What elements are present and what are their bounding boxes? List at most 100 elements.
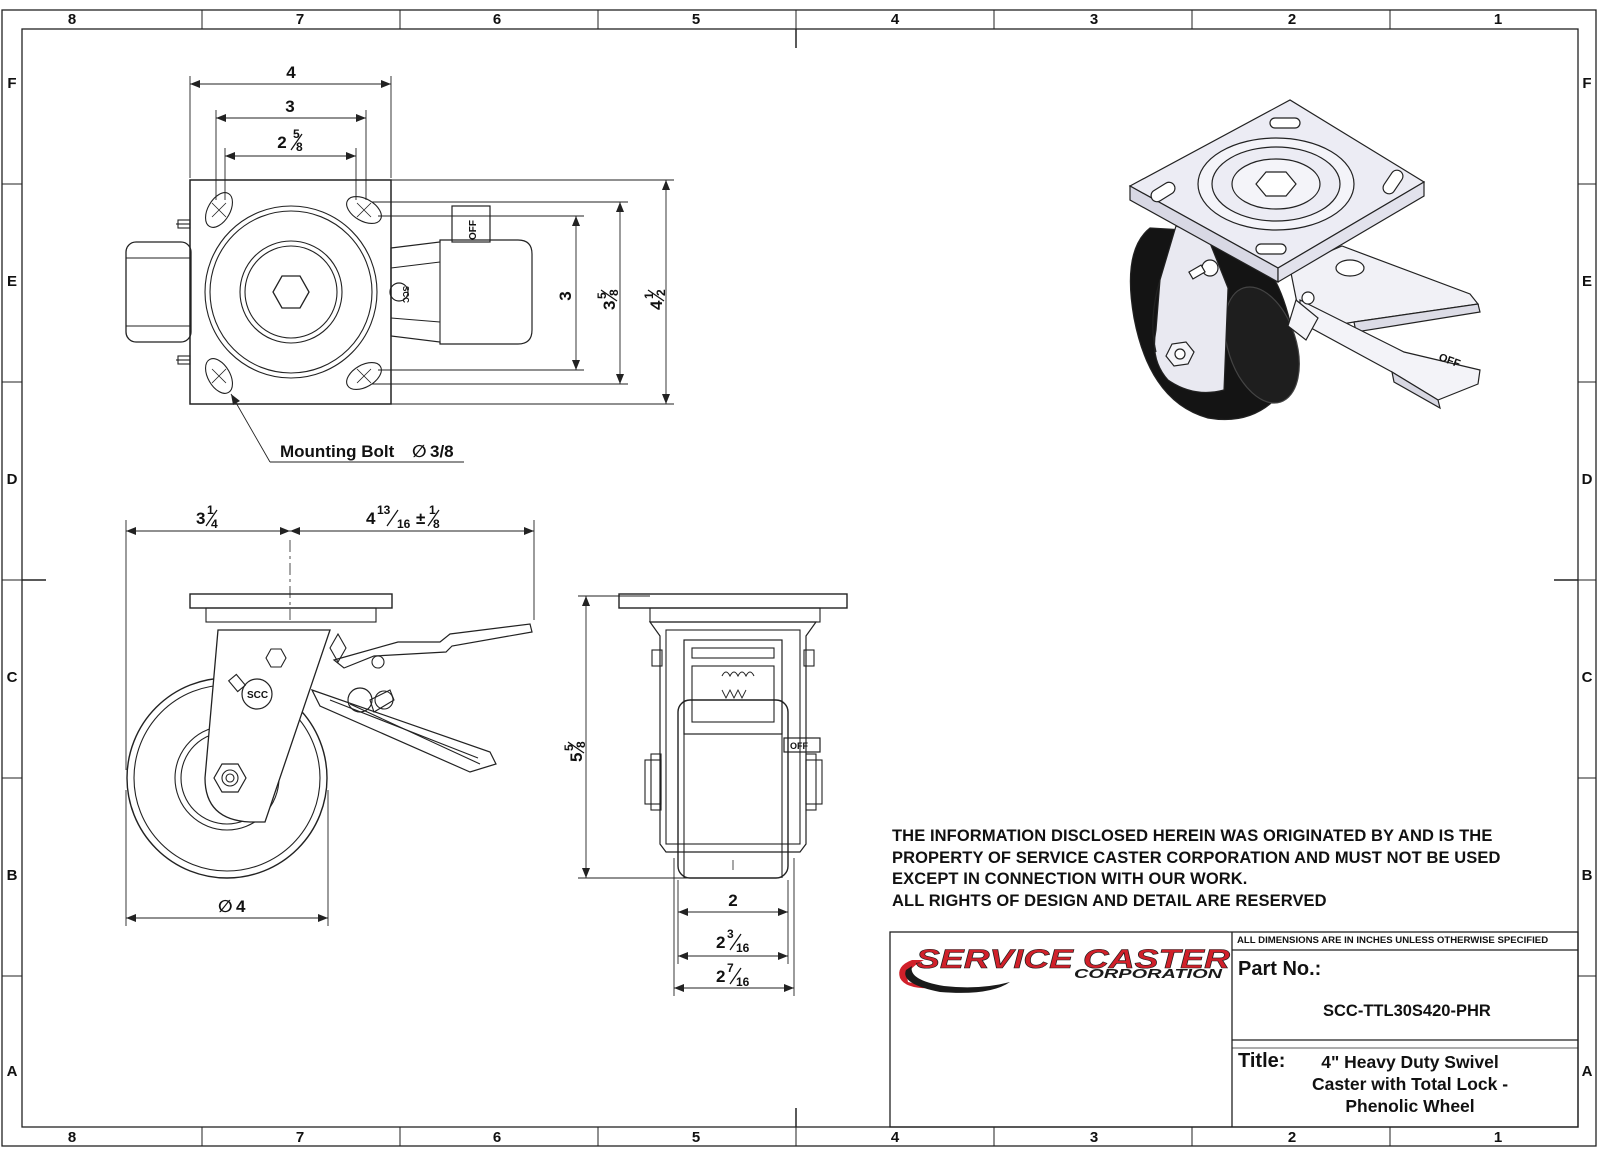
zone-col-top: 7 bbox=[296, 11, 304, 28]
notice-line: THE INFORMATION DISCLOSED HEREIN WAS ORI… bbox=[892, 827, 1493, 845]
title-line: Phenolic Wheel bbox=[1345, 1096, 1475, 1116]
zone-row-left: F bbox=[7, 75, 16, 92]
dim-hub-den: 16 bbox=[736, 941, 750, 955]
side-view-dim-text: 3 1 4 4 13 16 ± 1 8 ∅ 4 bbox=[196, 503, 440, 916]
side-fork bbox=[204, 629, 331, 823]
dim-slot-spacing-den: 8 bbox=[296, 140, 303, 154]
zone-col-top: 6 bbox=[493, 11, 501, 28]
part-no-label: Part No.: bbox=[1238, 958, 1322, 980]
zone-col-bottom: 7 bbox=[296, 1129, 304, 1146]
zone-row-left: E bbox=[7, 273, 17, 290]
dim-height-whole: 5 bbox=[567, 753, 586, 762]
dim-height-den: 8 bbox=[574, 741, 588, 748]
svg-text:SCC: SCC bbox=[247, 690, 268, 701]
notice-line: EXCEPT IN CONNECTION WITH OUR WORK. bbox=[892, 870, 1248, 888]
mounting-bolt-label: Mounting Bolt bbox=[280, 442, 395, 461]
front-brake-tab bbox=[783, 737, 821, 753]
dim-plate-width: 4 bbox=[286, 63, 296, 82]
svg-text:SCC: SCC bbox=[401, 286, 410, 303]
zone-labels: 8 7 6 5 4 3 2 1 8 7 6 5 4 3 2 1 F E D C … bbox=[7, 11, 1593, 1146]
title-line: Caster with Total Lock - bbox=[1311, 1074, 1509, 1094]
top-view: OFF SCC bbox=[125, 76, 674, 463]
dim-plate-length-num: 1 bbox=[642, 292, 656, 299]
dim-brake-ext-den: 16 bbox=[397, 517, 411, 531]
dim-wheel-dia-symbol: ∅ bbox=[218, 897, 233, 916]
sheet-border bbox=[1, 9, 1597, 1147]
dim-bolt-spacing-y: 3 bbox=[556, 291, 575, 300]
zone-row-left: A bbox=[7, 1063, 18, 1080]
dim-tread-width: 2 bbox=[728, 891, 737, 910]
iso-brake-lever bbox=[1299, 299, 1481, 401]
dim-brake-ext-num: 13 bbox=[377, 503, 391, 517]
isometric-view: OFF bbox=[1128, 99, 1481, 421]
dim-offset-whole: 3 bbox=[196, 509, 205, 528]
zone-col-bottom: 4 bbox=[891, 1129, 900, 1146]
front-view-dim-text: 5 5 8 2 2 3 16 2 7 16 bbox=[562, 741, 750, 989]
brake-off-label: OFF bbox=[468, 220, 479, 240]
logo-line1: SERVICE CASTER bbox=[916, 944, 1231, 974]
zone-col-top: 2 bbox=[1288, 11, 1296, 28]
mounting-bolt-symbol: ∅ bbox=[412, 442, 427, 461]
dim-wheel-dia: 4 bbox=[236, 897, 246, 916]
dim-plate-length-whole: 4 bbox=[647, 300, 666, 310]
mounting-bolt-size: 3/8 bbox=[430, 442, 454, 461]
notice-line: PROPERTY OF SERVICE CASTER CORPORATION A… bbox=[892, 848, 1501, 867]
dim-slot-y-whole: 3 bbox=[600, 301, 619, 310]
title-block-frame bbox=[889, 931, 1579, 1128]
dim-slot-spacing-num: 5 bbox=[293, 127, 300, 141]
svg-text:OFF: OFF bbox=[790, 741, 808, 751]
proprietary-notice: THE INFORMATION DISCLOSED HEREIN WAS ORI… bbox=[892, 826, 1532, 912]
zone-col-top: 5 bbox=[692, 11, 700, 28]
zone-col-bottom: 5 bbox=[692, 1129, 700, 1146]
logo-swoosh bbox=[899, 960, 936, 989]
top-view-brake bbox=[390, 239, 533, 345]
zone-col-top: 4 bbox=[891, 11, 900, 28]
front-plate bbox=[618, 593, 848, 609]
zone-row-right: B bbox=[1582, 867, 1593, 884]
side-axle-hex bbox=[213, 763, 247, 793]
top-view-dim-text: 4 3 2 5 8 3 3 5 8 4 1 2 Mounting Bolt ∅ … bbox=[277, 63, 668, 461]
zone-row-right: C bbox=[1582, 669, 1593, 686]
dim-height-num: 5 bbox=[562, 744, 576, 751]
brake-off-tab bbox=[451, 205, 491, 243]
front-view-dimensions bbox=[578, 595, 795, 996]
dim-hub-whole: 2 bbox=[716, 933, 725, 952]
zone-row-left: B bbox=[7, 867, 18, 884]
side-plate bbox=[189, 593, 393, 609]
units-note: ALL DIMENSIONS ARE IN INCHES UNLESS OTHE… bbox=[1237, 935, 1549, 946]
zone-row-left: C bbox=[7, 669, 18, 686]
zone-col-bottom: 8 bbox=[68, 1129, 76, 1146]
zone-col-top: 3 bbox=[1090, 11, 1098, 28]
dim-brake-tol: ± bbox=[416, 509, 425, 528]
top-view-dimensions bbox=[189, 76, 674, 463]
zone-row-right: D bbox=[1582, 471, 1593, 488]
dim-brake-tol-den: 8 bbox=[433, 517, 440, 531]
side-brake-pedal bbox=[332, 623, 533, 669]
side-view-dimensions bbox=[125, 520, 535, 926]
zone-col-top: 1 bbox=[1494, 11, 1502, 28]
title-line: 4" Heavy Duty Swivel bbox=[1321, 1052, 1499, 1072]
notice-line: ALL RIGHTS OF DESIGN AND DETAIL ARE RESE… bbox=[892, 891, 1327, 910]
dim-slot-y-num: 5 bbox=[595, 292, 609, 299]
zone-row-right: F bbox=[1582, 75, 1591, 92]
zone-row-right: A bbox=[1582, 1063, 1593, 1080]
service-caster-logo: SERVICE CASTER CORPORATION bbox=[899, 944, 1231, 993]
zone-col-bottom: 1 bbox=[1494, 1129, 1502, 1146]
top-view-wheel bbox=[125, 241, 192, 343]
part-no-value: SCC-TTL30S420-PHR bbox=[1323, 1002, 1491, 1020]
dim-overall-whole: 2 bbox=[716, 967, 725, 986]
title-label: Title: bbox=[1238, 1050, 1286, 1072]
side-view: SCC bbox=[125, 520, 535, 926]
dim-slot-y-den: 8 bbox=[607, 289, 621, 296]
dim-offset-den: 4 bbox=[211, 517, 218, 531]
dim-slot-spacing-whole: 2 bbox=[277, 133, 286, 152]
zone-col-top: 8 bbox=[68, 11, 76, 28]
dim-overall-num: 7 bbox=[727, 961, 734, 975]
zone-row-left: D bbox=[7, 471, 18, 488]
front-wheel bbox=[677, 699, 789, 879]
mounting-slots bbox=[204, 192, 382, 394]
front-fork bbox=[648, 621, 818, 853]
zone-col-bottom: 6 bbox=[493, 1129, 501, 1146]
dim-brake-tol-num: 1 bbox=[429, 503, 436, 517]
